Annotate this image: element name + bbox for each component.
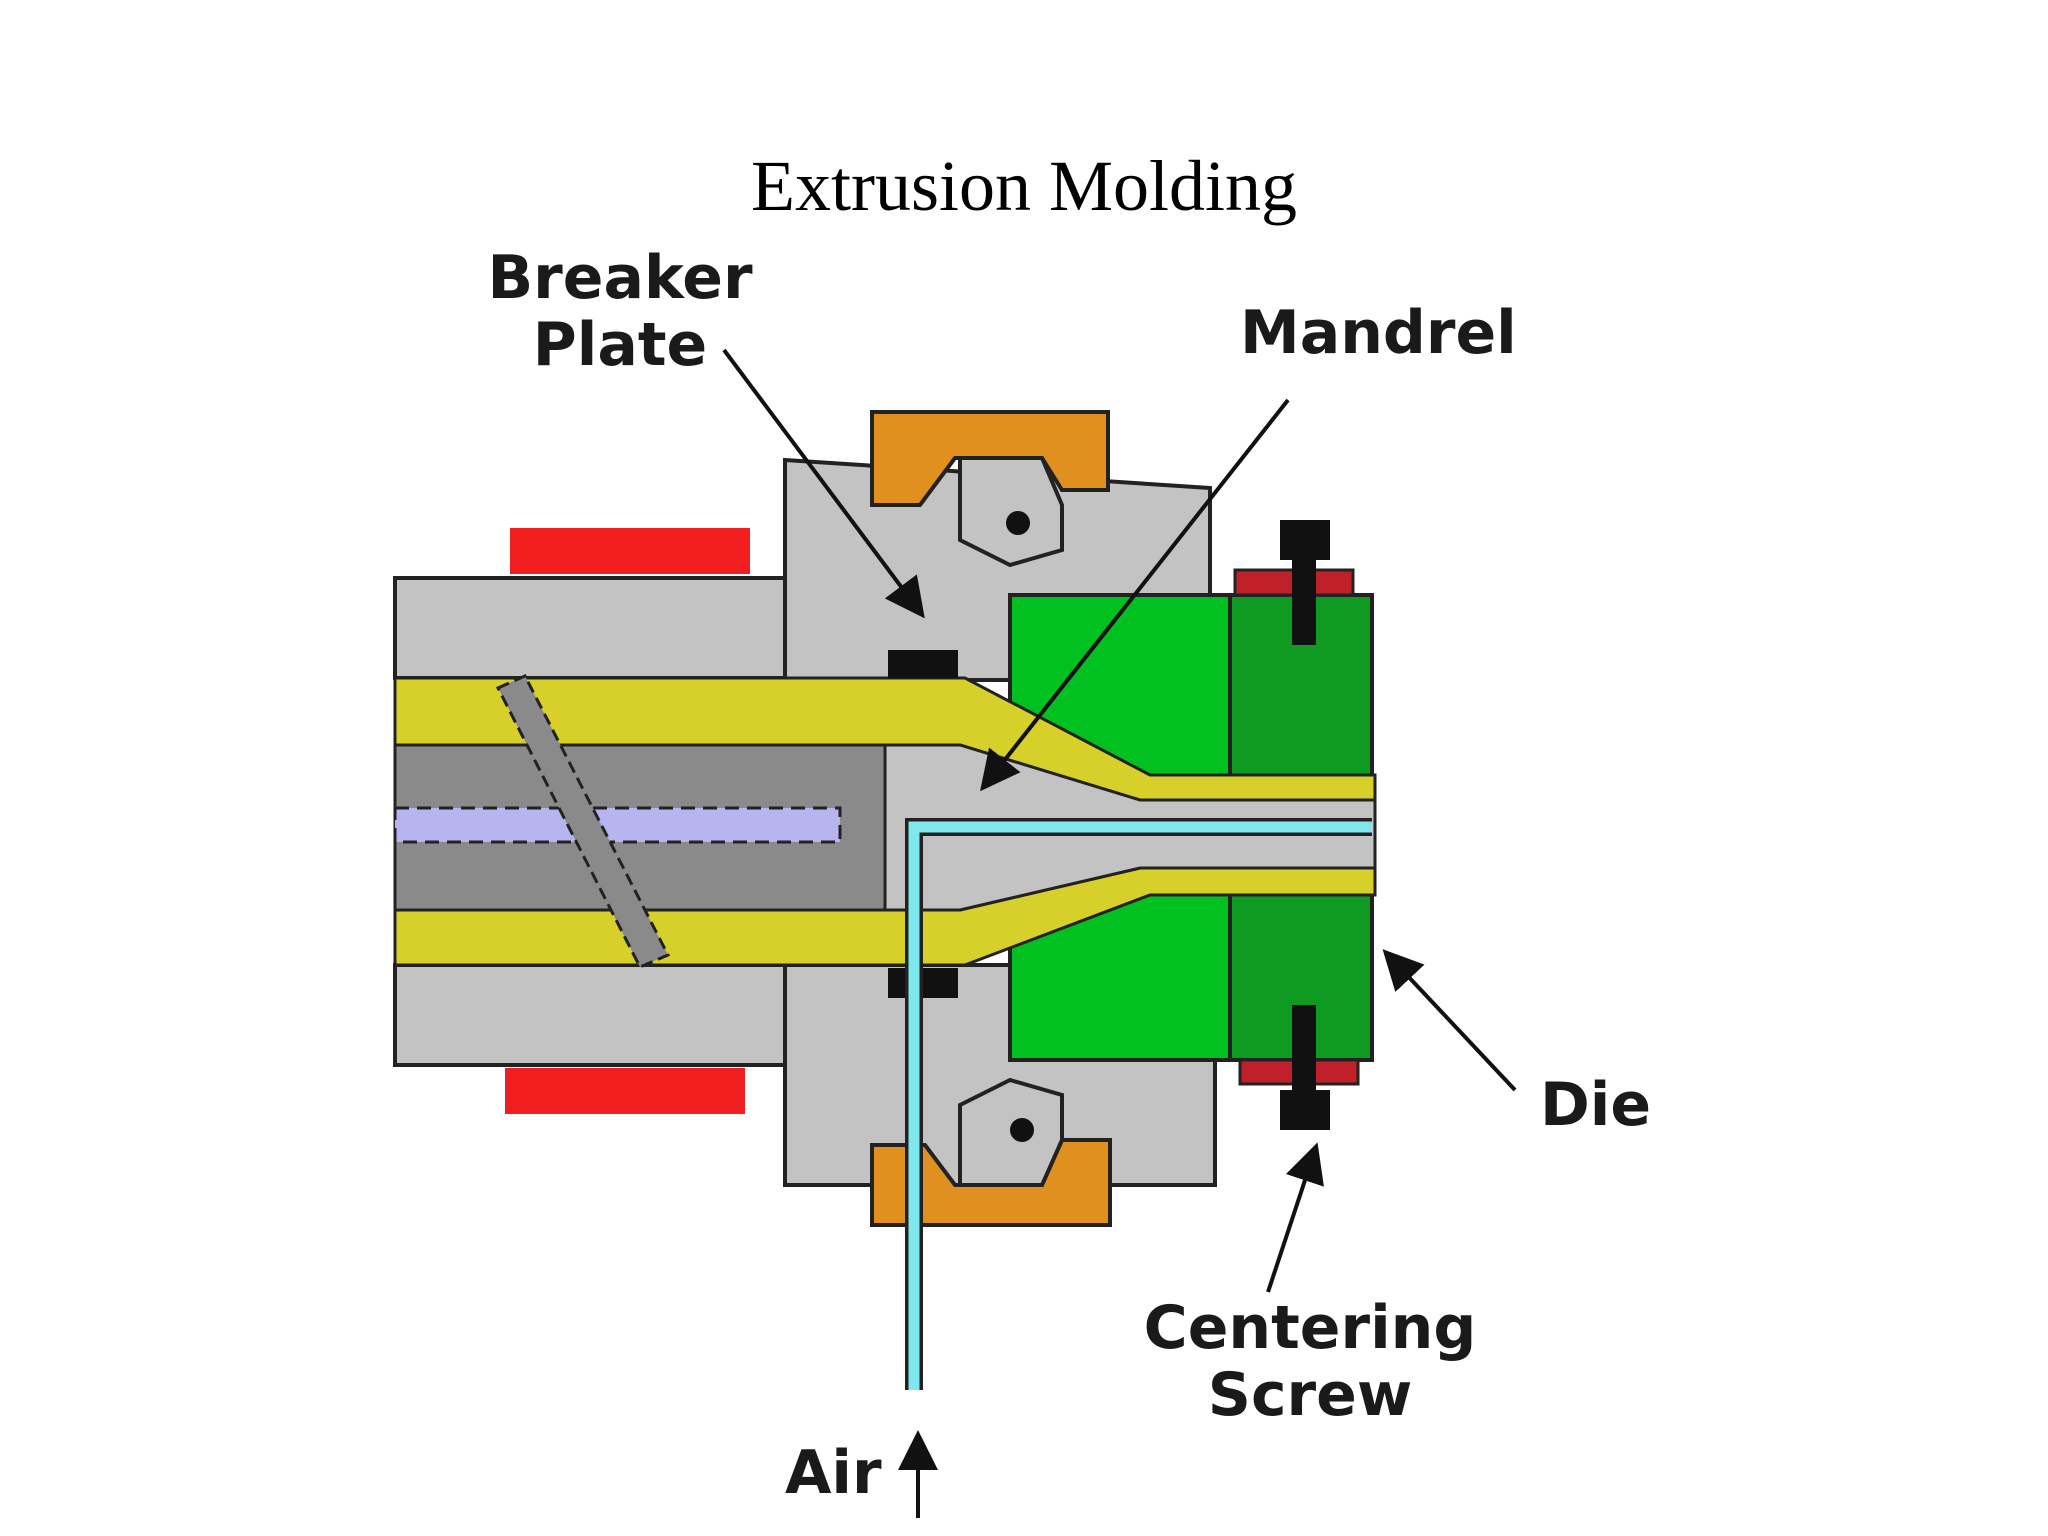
centering-screw-label-line1: Centering xyxy=(1143,1293,1477,1363)
die-label: Die xyxy=(1540,1070,1652,1140)
heater-band-bottom xyxy=(505,1068,745,1114)
die-leader xyxy=(1382,949,1517,1092)
centering-screw-head-top xyxy=(1280,520,1330,560)
barrel-wall-bottom xyxy=(393,963,787,1067)
centering-screw-label: Centering Screw xyxy=(1140,1293,1480,1431)
breaker-plate-seal-top xyxy=(888,650,958,678)
breaker-plate-label: Breaker Plate xyxy=(485,243,755,381)
air-label: Air xyxy=(785,1438,882,1508)
breaker-plate-label-line1: Breaker xyxy=(487,243,753,313)
barrel-wall-top xyxy=(393,576,787,680)
pin-bottom xyxy=(1010,1118,1034,1142)
air-tube-inner xyxy=(908,821,1372,1390)
centering-screw-shaft-bottom xyxy=(1292,1005,1316,1095)
breaker-plate-label-line2: Plate xyxy=(532,310,708,381)
centering-screw-shaft-top xyxy=(1292,555,1316,645)
screw-flight xyxy=(495,674,671,969)
centering-screw-leader xyxy=(1266,1142,1324,1293)
heater-band-top xyxy=(510,528,750,574)
centering-screw-label-line2: Screw xyxy=(1207,1360,1413,1431)
mandrel-leader xyxy=(980,398,1290,792)
slide-title: Extrusion Molding xyxy=(750,146,1297,226)
screw-shaft xyxy=(393,806,842,844)
latch-top xyxy=(958,456,1064,568)
pin-top xyxy=(1006,511,1030,535)
centering-screw-head-bottom xyxy=(1280,1090,1330,1130)
breaker-plate-leader xyxy=(722,348,925,619)
mandrel-label: Mandrel xyxy=(1240,298,1517,368)
